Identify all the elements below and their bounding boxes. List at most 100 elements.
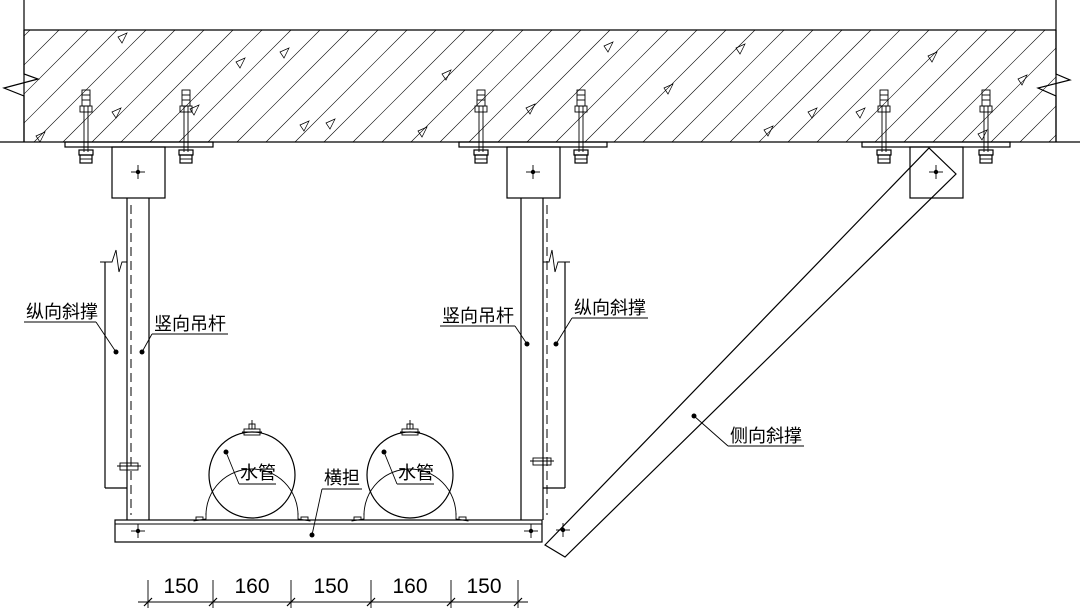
- hatch-line: [381, 30, 495, 142]
- hatch-line: [1019, 105, 1056, 142]
- aggregate-mark: [417, 126, 428, 138]
- hatch-line: [961, 47, 1056, 142]
- hatch-line: [294, 30, 408, 142]
- aggregate-mark: [735, 43, 746, 55]
- brace-bolt-left: [117, 462, 141, 471]
- hatch-line: [584, 30, 698, 142]
- hatch-line: [91, 30, 205, 142]
- aggregate-mark: [525, 103, 536, 115]
- label-longitudinal-brace-right: 纵向斜撑: [574, 298, 646, 319]
- hatch-line: [24, 30, 118, 124]
- hatch-line: [62, 30, 176, 142]
- label-vertical-rod-right: 竖向吊杆: [442, 306, 514, 327]
- hatch-line: [149, 30, 263, 142]
- hatch-line: [236, 30, 350, 142]
- aggregate-mark: [663, 83, 674, 95]
- aggregate-mark: [279, 47, 290, 59]
- hatch-line: [24, 30, 89, 95]
- water-pipe: [193, 420, 311, 522]
- base-plates: [64, 141, 1011, 199]
- water-pipes: [193, 420, 469, 522]
- aggregate-mark: [807, 107, 818, 119]
- aggregate-mark: [855, 107, 866, 119]
- label-water-pipe-left: 水管: [240, 463, 276, 484]
- aggregate-mark: [763, 125, 774, 137]
- anchor-bolts: [78, 89, 994, 164]
- hatch-line: [700, 30, 814, 142]
- hatch-line: [526, 30, 640, 142]
- crossarm-beam: [114, 519, 543, 543]
- dimension-tick: [208, 597, 218, 607]
- label-water-pipe-right: 水管: [398, 463, 434, 484]
- dimension-2: 160: [234, 575, 269, 598]
- anchor-bolt: [876, 89, 892, 164]
- aggregate-mark: [189, 104, 200, 116]
- hatch-line: [874, 30, 988, 142]
- aggregate-mark: [235, 57, 246, 69]
- dimension-4: 160: [392, 575, 427, 598]
- longitudinal-braces: [100, 249, 570, 489]
- hatch-line: [352, 30, 466, 142]
- bracket-middle: [506, 146, 561, 199]
- hatch-line: [816, 30, 930, 142]
- aggregate-mark: [117, 32, 128, 44]
- leader-lines: [24, 317, 804, 538]
- left-break-line: [2, 30, 41, 142]
- hatch-line: [468, 30, 582, 142]
- hatch-line: [33, 30, 147, 142]
- bracket-right: [909, 146, 964, 199]
- anchor-bolt: [573, 89, 589, 164]
- base-plate-left: [64, 141, 214, 148]
- hatch-line: [555, 30, 669, 142]
- hatch-line: [990, 76, 1056, 142]
- lateral-diagonal-brace: [544, 147, 957, 558]
- hatch-line: [613, 30, 727, 142]
- hatch-line: [671, 30, 785, 142]
- anchor-bolt: [178, 89, 194, 164]
- diagonal-brace-body: [544, 147, 957, 558]
- label-lateral-brace: 侧向斜撑: [730, 426, 802, 447]
- hatch-line: [497, 30, 611, 142]
- aggregate-mark: [977, 129, 988, 141]
- brace-bolt-right: [530, 457, 554, 466]
- hatch-line: [24, 30, 60, 66]
- bracket-left: [111, 146, 166, 199]
- aggregate-mark: [603, 41, 614, 53]
- pipe-clamp-bolt: [242, 420, 262, 436]
- dimension-5: 150: [466, 575, 501, 598]
- aggregate-mark: [325, 118, 336, 130]
- hatch-line: [178, 30, 292, 142]
- dimension-3: 150: [313, 575, 348, 598]
- base-plate-middle: [458, 141, 608, 148]
- label-longitudinal-brace-left: 纵向斜撑: [26, 302, 98, 323]
- hatch-line: [0, 30, 1, 142]
- hatch-line: [410, 30, 524, 142]
- pipe-clamp: [193, 513, 311, 522]
- hatch-line: [758, 30, 872, 142]
- hatch-line: [439, 30, 553, 142]
- hatch-line: [323, 30, 437, 142]
- label-vertical-rod-left: 竖向吊杆: [154, 314, 226, 335]
- aggregate-mark: [299, 120, 310, 132]
- hatch-line: [787, 30, 901, 142]
- dimension-tick: [446, 597, 456, 607]
- dimension-1: 150: [163, 575, 198, 598]
- anchor-bolt: [473, 89, 489, 164]
- hatch-line: [1048, 134, 1056, 142]
- slab-hatching: [0, 30, 1056, 142]
- right-break-line: [1036, 30, 1072, 142]
- water-pipe: [351, 420, 469, 522]
- annotation-labels: 纵向斜撑 竖向吊杆 竖向吊杆 纵向斜撑 侧向斜撑 横担 水管 水管: [26, 298, 802, 489]
- aggregate-mark: [111, 107, 122, 119]
- dimension-tick: [286, 597, 296, 607]
- bracket-pins: [131, 165, 943, 179]
- anchor-bolt: [978, 89, 994, 164]
- dimension-tick: [366, 597, 376, 607]
- aggregate-mark: [1017, 74, 1028, 86]
- dimension-tick: [143, 597, 153, 607]
- hatch-line: [120, 30, 234, 142]
- label-crossarm: 横担: [324, 468, 360, 489]
- hatch-line: [729, 30, 843, 142]
- concrete-slab: [0, 0, 1080, 143]
